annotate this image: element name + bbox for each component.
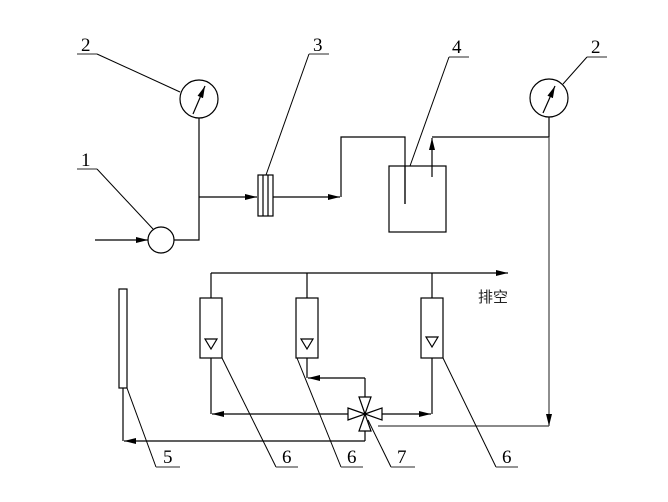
pipe-to-vessel <box>340 136 406 204</box>
label-gauge-right: 2 <box>562 37 607 85</box>
label-pump: 1 <box>77 150 154 230</box>
svg-text:2: 2 <box>591 37 601 58</box>
filter-icon <box>257 174 274 217</box>
label-rotameter-left: 6 <box>221 357 298 468</box>
svg-text:5: 5 <box>163 447 173 468</box>
svg-text:2: 2 <box>81 35 91 56</box>
label-gauge-left: 2 <box>77 35 181 93</box>
column <box>118 288 128 389</box>
pressure-gauge-icon <box>179 79 219 119</box>
svg-text:6: 6 <box>347 447 357 468</box>
label-valve: 7 <box>367 419 415 468</box>
svg-text:6: 6 <box>502 447 512 468</box>
label-rotameter-right: 6 <box>442 357 518 468</box>
svg-text:4: 4 <box>452 37 462 58</box>
flowmeter-icon <box>420 297 444 359</box>
pipe-pump-riser <box>174 118 200 241</box>
label-vessel: 4 <box>409 37 469 167</box>
svg-text:3: 3 <box>313 35 323 56</box>
svg-text:6: 6 <box>282 447 292 468</box>
valve-icon <box>347 396 383 432</box>
vent-label: 排空 <box>478 288 508 306</box>
pump <box>147 226 175 254</box>
label-rotameter-middle: 6 <box>296 357 363 468</box>
svg-text:1: 1 <box>81 150 91 171</box>
vessel <box>388 165 447 233</box>
svg-text:7: 7 <box>397 447 407 468</box>
label-column: 5 <box>126 387 180 468</box>
flowmeter-icon <box>295 297 319 359</box>
flowmeter-icon <box>199 297 223 359</box>
label-filter: 3 <box>265 35 329 176</box>
pressure-gauge-icon <box>529 78 569 118</box>
